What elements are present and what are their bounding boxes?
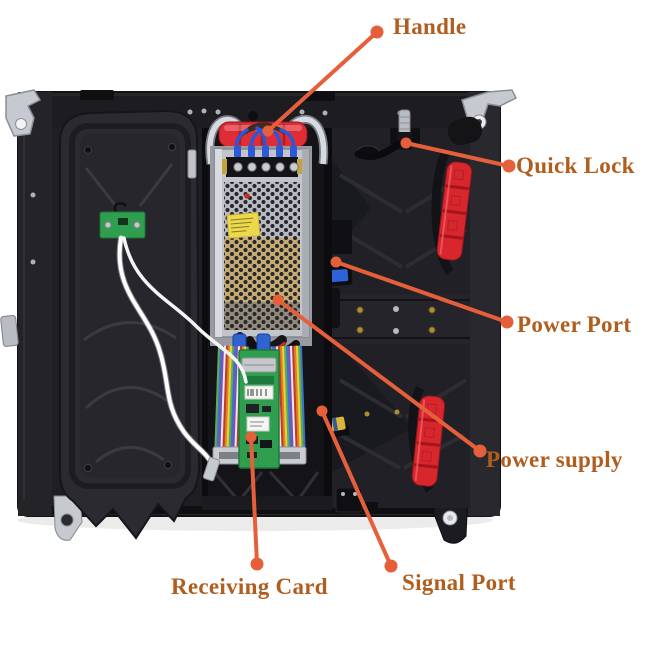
callout-signal-port <box>316 405 398 573</box>
side-latch-clip <box>0 315 19 347</box>
callout-dot <box>245 431 257 443</box>
label-signal-port: Signal Port <box>402 570 516 595</box>
callout-power-supply <box>272 294 487 458</box>
callout-dot <box>384 559 398 573</box>
label-quick-lock: Quick Lock <box>516 153 635 178</box>
receiving-card-pcb <box>238 349 280 469</box>
label-power-supply: Power supply <box>486 447 623 472</box>
psu-terminal-block <box>222 157 302 177</box>
callout-dot <box>316 405 328 417</box>
bay-floor-molding <box>212 470 320 502</box>
psu-spec-sticker <box>226 212 261 239</box>
label-receiving-card: Receiving Card <box>171 574 328 599</box>
right-panel <box>322 128 470 513</box>
label-power-port: Power Port <box>517 312 632 337</box>
white-cable <box>116 235 248 482</box>
callout-dot <box>400 137 412 149</box>
callout-receiving-card <box>245 431 264 571</box>
hub-pcb <box>99 201 146 239</box>
callout-dot <box>500 315 514 329</box>
callout-dot <box>272 294 284 306</box>
door-molding-ridges <box>83 163 177 464</box>
callout-dot <box>250 557 264 571</box>
callout-dot <box>473 444 487 458</box>
corner-bracket-right <box>447 89 518 146</box>
barcode-sticker <box>244 385 274 400</box>
callout-handle <box>262 25 384 137</box>
panel-screws <box>356 306 436 417</box>
door-screws <box>84 143 176 472</box>
callout-dot <box>330 256 342 268</box>
callout-dot <box>262 125 274 137</box>
callouts <box>245 25 516 573</box>
power-supply-unit <box>210 122 312 346</box>
rubber-roller <box>447 116 483 146</box>
service-door <box>59 109 201 540</box>
callout-quick-lock <box>400 137 516 173</box>
callout-dot <box>502 159 516 173</box>
corner-bracket-left <box>5 89 42 137</box>
callout-power-port <box>330 256 514 329</box>
callout-dot <box>370 25 384 39</box>
label-sticker <box>246 416 270 432</box>
quick-lock-latch <box>354 109 420 160</box>
label-handle: Handle <box>393 14 467 39</box>
wire-ferrules <box>234 146 297 157</box>
power-connector-top <box>431 149 473 275</box>
